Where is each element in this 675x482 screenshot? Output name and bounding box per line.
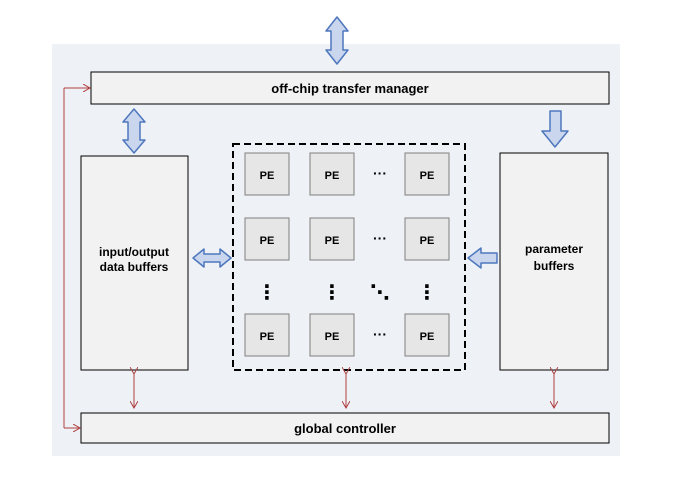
vertical-ellipsis: ⋮ <box>417 282 437 304</box>
controller-transfer-link <box>63 88 90 428</box>
horizontal-ellipsis: ··· <box>373 326 387 342</box>
transfer-manager-box: off-chip transfer manager <box>90 71 610 105</box>
io-buffer-label-line1: input/output <box>99 245 169 259</box>
param-buffer-label-line2: buffers <box>534 259 575 273</box>
diagonal-ellipsis: ⋱ <box>370 282 390 304</box>
pe-cell: PE <box>244 313 290 357</box>
horizontal-ellipsis: ··· <box>373 230 387 246</box>
horizontal-ellipsis: ··· <box>373 165 387 181</box>
pe-label: PE <box>260 235 275 247</box>
pe-label: PE <box>260 331 275 343</box>
param-buffer-down-arrow <box>541 110 569 148</box>
vertical-ellipsis: ⋮ <box>322 282 342 304</box>
param-buffer-box: parameter buffers <box>499 152 609 371</box>
transfer-manager-label: off-chip transfer manager <box>271 81 428 96</box>
pe-label: PE <box>325 170 340 182</box>
io-buffer-label-line2: data buffers <box>100 260 169 274</box>
io-buffer-box: input/output data buffers <box>80 155 189 371</box>
pe-cell: PE <box>309 152 355 196</box>
pe-label: PE <box>325 235 340 247</box>
pe-label: PE <box>260 170 275 182</box>
pe-label: PE <box>325 331 340 343</box>
pe-cell: PE <box>244 217 290 261</box>
pe-cell: PE <box>309 217 355 261</box>
vertical-ellipsis: ⋮ <box>257 282 277 304</box>
global-controller-label: global controller <box>294 421 396 436</box>
io-buffer-double-arrow <box>122 108 146 154</box>
global-controller-box: global controller <box>80 412 610 444</box>
pe-cell: PE <box>404 152 450 196</box>
io-pe-double-arrow <box>192 248 232 268</box>
pe-label: PE <box>420 235 435 247</box>
pe-label: PE <box>420 331 435 343</box>
param-buffer-label-line1: parameter <box>525 242 583 256</box>
pe-cell: PE <box>404 217 450 261</box>
pe-cell: PE <box>244 152 290 196</box>
pe-label: PE <box>420 170 435 182</box>
pe-cell: PE <box>309 313 355 357</box>
external-double-arrow <box>325 16 349 65</box>
param-pe-left-arrow <box>467 247 498 269</box>
pe-cell: PE <box>404 313 450 357</box>
